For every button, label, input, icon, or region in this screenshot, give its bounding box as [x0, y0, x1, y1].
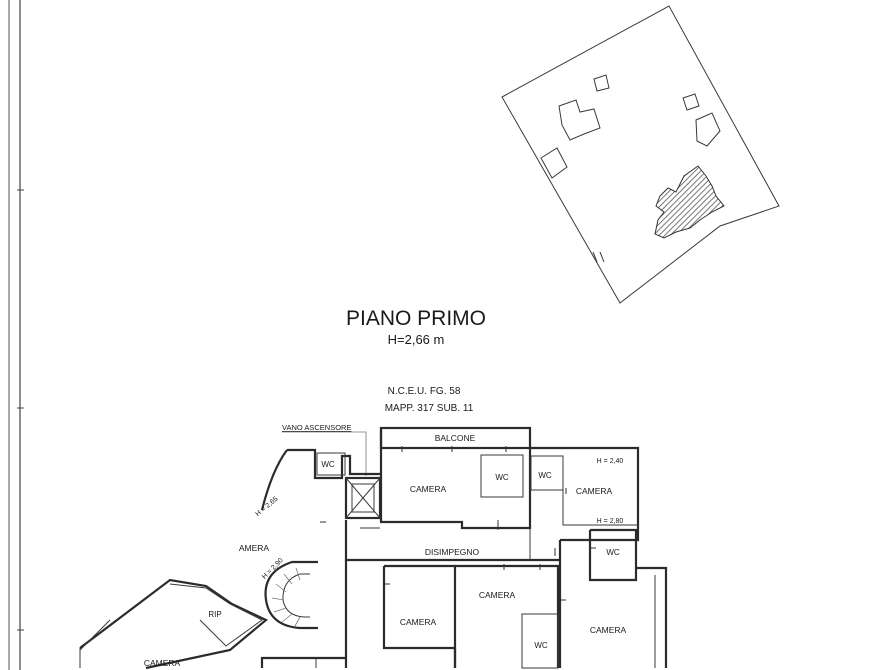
- label-wc-1: WC: [321, 460, 335, 469]
- label-camera-5: CAMERA: [590, 625, 627, 635]
- door-marks: [320, 446, 596, 601]
- label-h240: H = 2,40: [597, 458, 624, 465]
- label-h265: H = 2,65: [255, 496, 280, 519]
- label-h290: H = 2,90: [261, 557, 285, 581]
- sheet-border: [8, 0, 24, 670]
- site-plan: [501, 5, 780, 304]
- label-amera: AMERA: [239, 543, 270, 553]
- floor-height: H=2,66 m: [388, 332, 445, 347]
- label-camera-6: CAMERA: [144, 658, 181, 668]
- cadastral-parcel: MAPP. 317 SUB. 11: [385, 403, 474, 414]
- label-camera-1: CAMERA: [410, 484, 447, 494]
- room-labels: BALCONE WC CAMERA WC WC H = 2,40 CAMERA …: [144, 433, 627, 668]
- building-footprint-hatched: [654, 165, 725, 239]
- floor-title: PIANO PRIMO: [346, 307, 486, 330]
- label-balcone: BALCONE: [435, 433, 476, 443]
- label-wc-2: WC: [495, 473, 509, 482]
- label-camera-4: CAMERA: [400, 617, 437, 627]
- floor-plan-walls: [79, 426, 668, 670]
- label-wc-3: WC: [538, 471, 552, 480]
- label-camera-2: CAMERA: [576, 486, 613, 496]
- cadastral-sheet: N.C.E.U. FG. 58: [388, 386, 461, 397]
- label-rip: RIP: [208, 610, 221, 619]
- label-camera-3: CAMERA: [479, 590, 516, 600]
- label-disimpegno: DISIMPEGNO: [425, 547, 480, 557]
- elevator-label: VANO ASCENSORE: [282, 423, 351, 432]
- label-wc-5: WC: [534, 641, 548, 650]
- label-h280: H = 2,80: [597, 518, 624, 525]
- label-wc-4: WC: [606, 548, 620, 557]
